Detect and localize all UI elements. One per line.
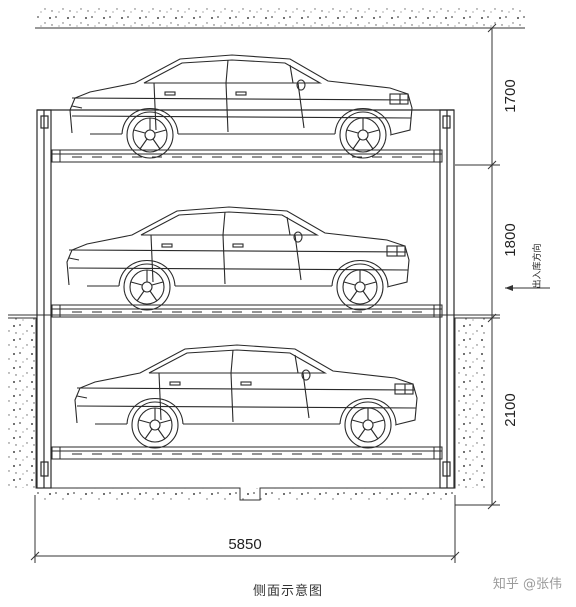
dim-level-middle: 1800	[502, 223, 519, 256]
dim-level-top: 1700	[502, 79, 519, 112]
horizontal-dimension	[30, 495, 460, 563]
figure-caption: 侧面示意图	[252, 584, 323, 599]
entry-exit-label: 出入库方向	[531, 243, 543, 288]
car-middle	[66, 206, 410, 311]
vertical-dimension	[455, 23, 500, 510]
watermark: 知乎 @张伟	[492, 577, 562, 592]
lift-frame	[36, 109, 455, 489]
car-top	[69, 54, 413, 159]
pallet-top	[51, 149, 443, 163]
entry-exit-arrow	[505, 285, 550, 291]
car-bottom	[74, 344, 418, 449]
ceiling	[35, 8, 525, 29]
dim-total-width: 5850	[228, 536, 261, 553]
pallet-bottom	[51, 446, 443, 460]
dim-level-bottom: 2100	[502, 393, 519, 426]
pit-ground	[8, 314, 500, 501]
